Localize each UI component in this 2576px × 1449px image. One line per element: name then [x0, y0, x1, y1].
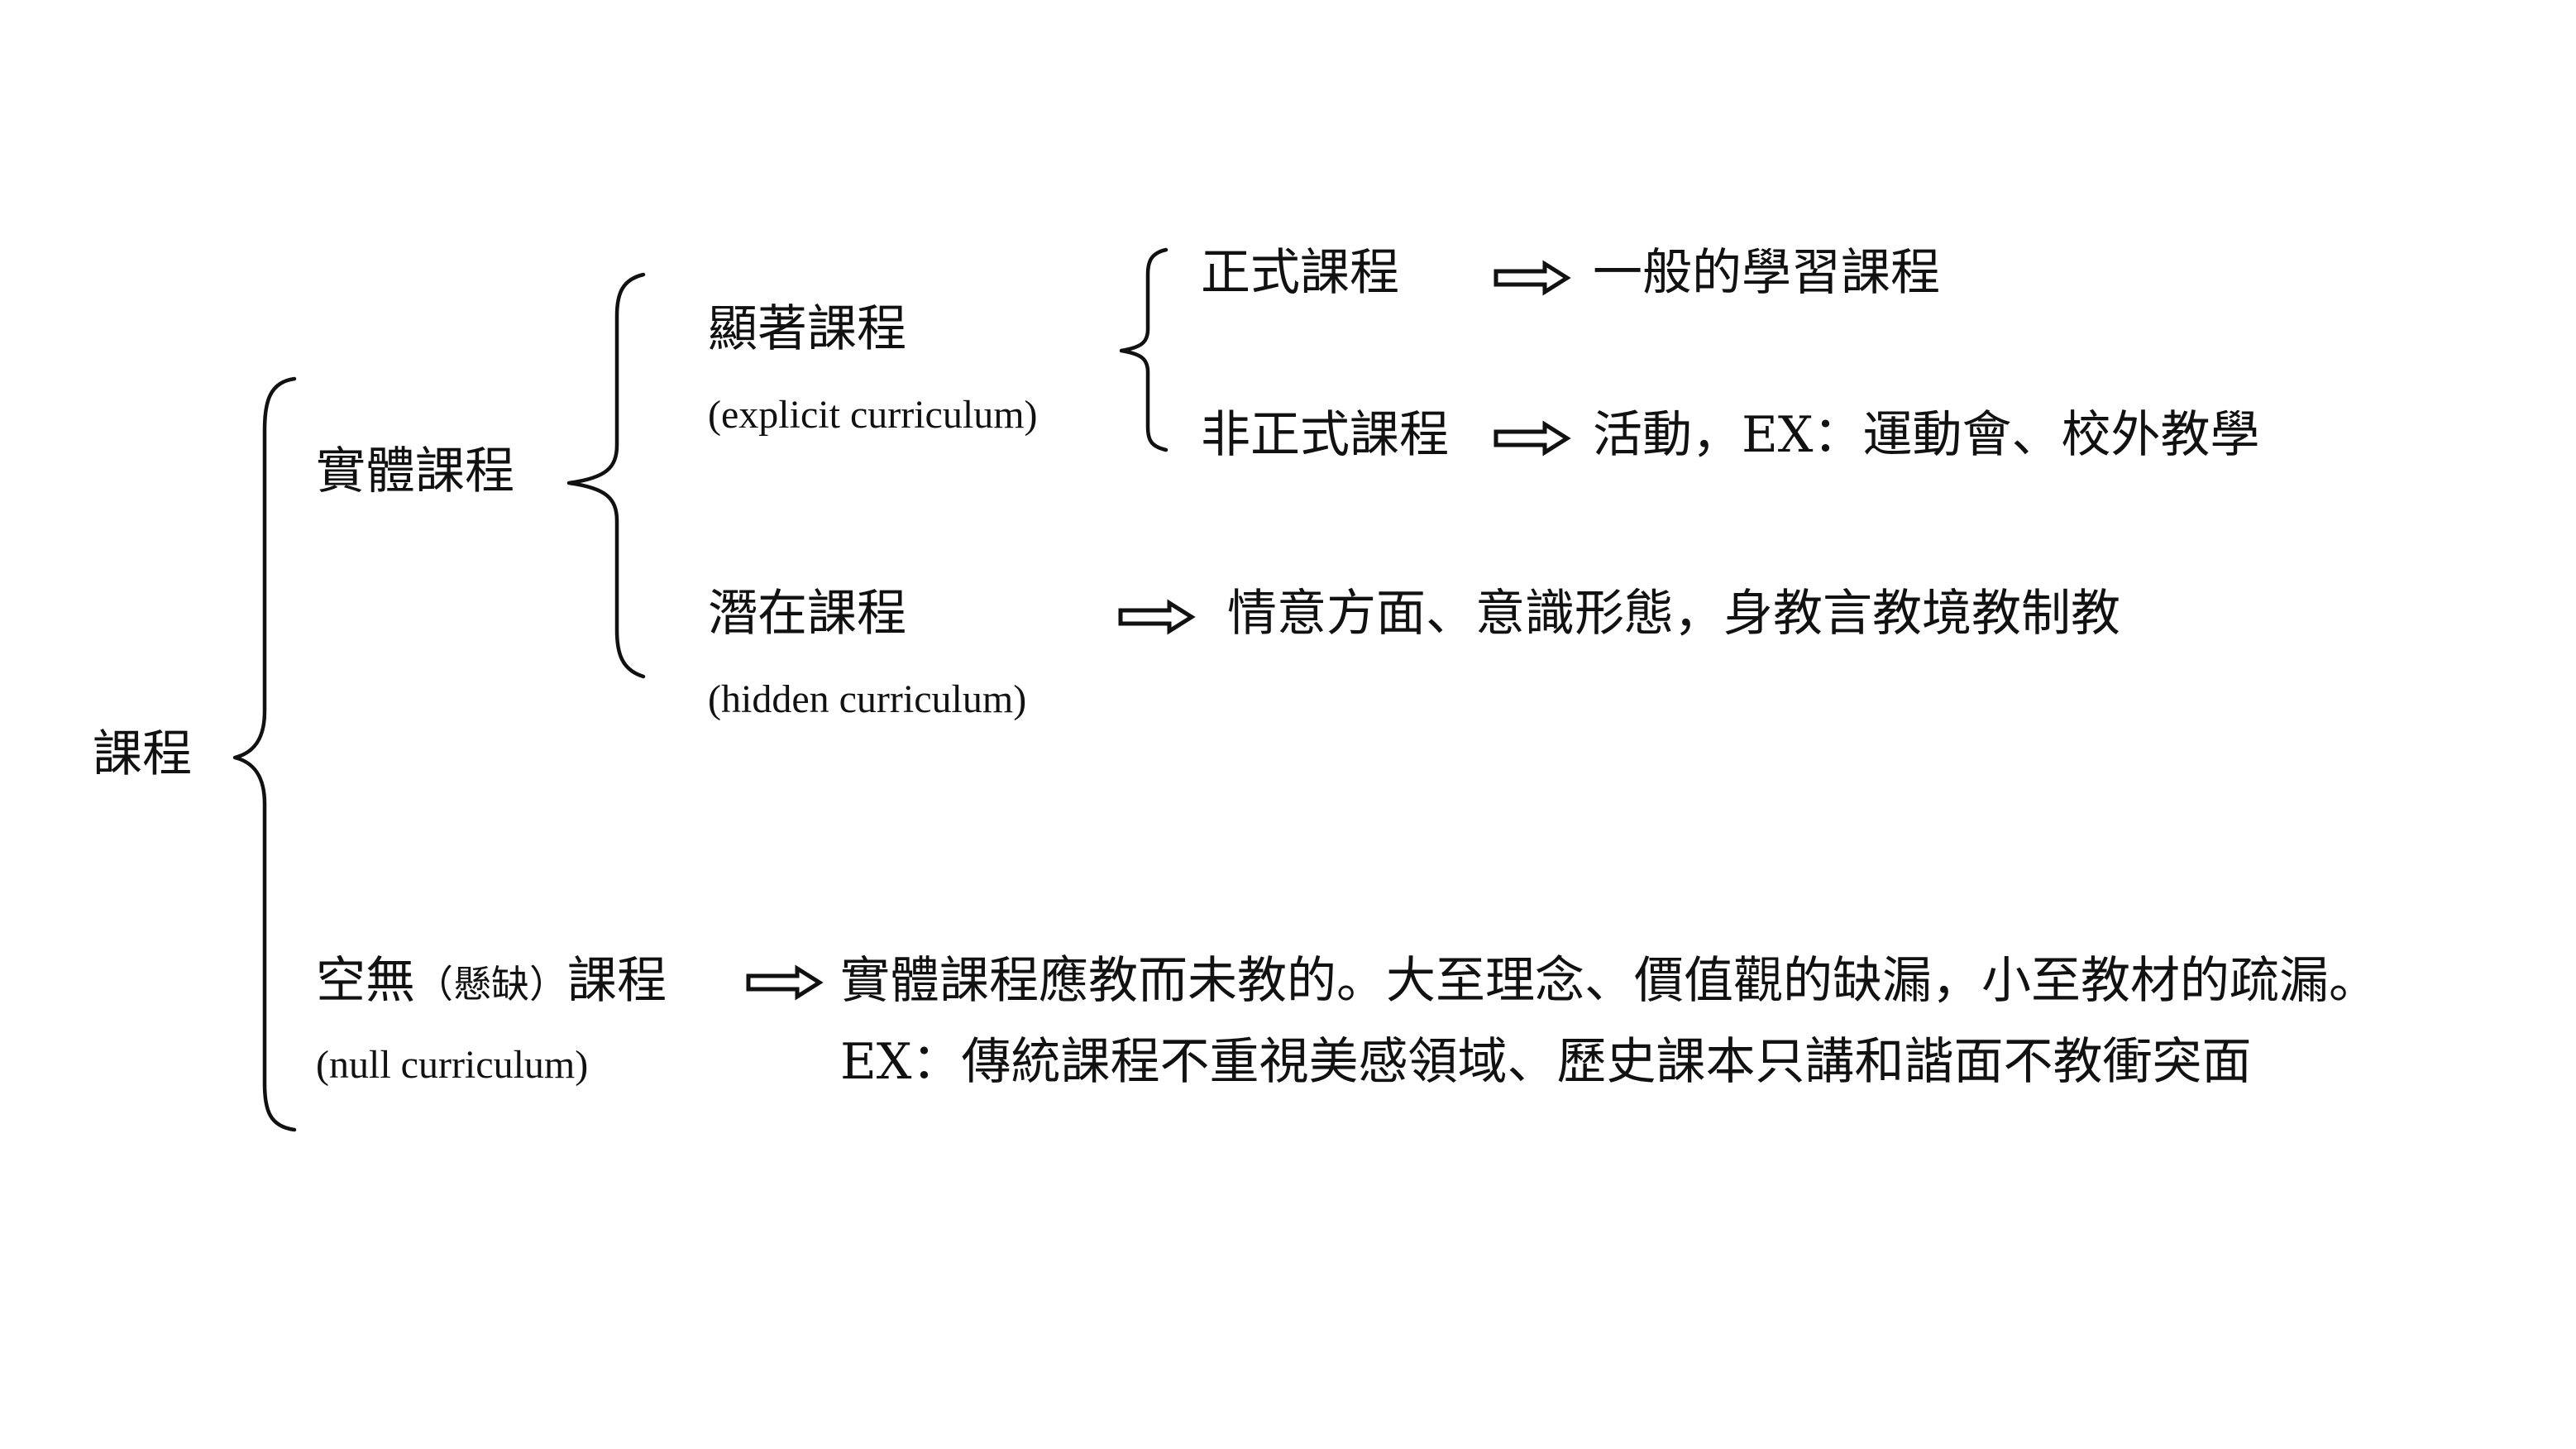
null-curriculum-label-paren: （懸缺）: [415, 962, 567, 1007]
formal-curriculum-description: 一般的學習課程: [1593, 244, 1940, 302]
physical-curriculum-label: 實體課程: [316, 442, 514, 500]
explicit-curriculum-english: (explicit curriculum): [708, 393, 1038, 437]
double-right-arrow-icon: [1494, 260, 1571, 296]
hidden-curriculum-english: (hidden curriculum): [708, 677, 1027, 721]
hidden-curriculum-label: 潛在課程: [708, 585, 906, 643]
null-curriculum-label-end: 課程: [567, 952, 667, 1010]
informal-curriculum-description: 活動，EX：運動會、校外教學: [1593, 406, 2260, 464]
null-curriculum-label: 空無（懸缺）課程: [316, 956, 667, 1006]
null-curriculum-description-line1: 實體課程應教而未教的。大至理念、價值觀的缺漏，小至教材的疏漏。: [840, 952, 2378, 1010]
formal-curriculum-label: 正式課程: [1201, 244, 1399, 302]
explicit-curriculum-label: 顯著課程: [708, 300, 906, 358]
root-node-label: 課程: [93, 725, 192, 783]
null-curriculum-description-line2: EX：傳統課程不重視美感領域、歷史課本只講和諧面不教衝突面: [840, 1033, 2252, 1091]
null-curriculum-label-main: 空無: [316, 952, 415, 1010]
double-right-arrow-icon: [1494, 420, 1571, 457]
null-curriculum-english: (null curriculum): [316, 1043, 589, 1087]
double-right-arrow-icon: [1118, 599, 1196, 635]
hidden-curriculum-description: 情意方面、意識形態，身教言教境教制教: [1227, 585, 2120, 643]
informal-curriculum-label: 非正式課程: [1201, 406, 1449, 464]
double-right-arrow-icon: [746, 964, 824, 1001]
